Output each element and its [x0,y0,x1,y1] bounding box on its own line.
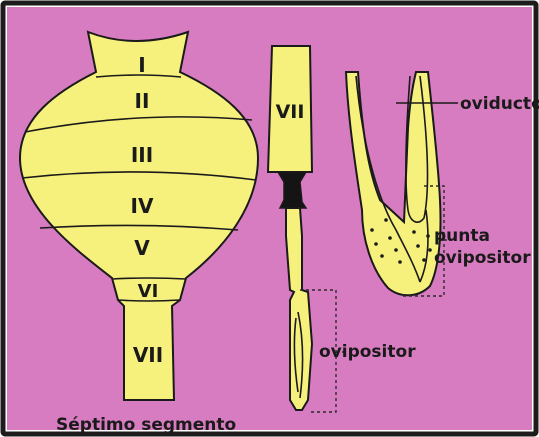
segment-label-iv: IV [131,194,154,218]
segment-label-iii: III [131,143,153,167]
segment-label-v: V [134,236,150,260]
caption-label: Séptimo segmento [56,415,236,435]
oviduct-label: oviducto [460,94,539,114]
segment-label-i: I [138,53,145,77]
segment-label-vii: VII [133,343,163,367]
segment-label-vi: VI [138,281,159,302]
tip-label-line1: punta [434,226,490,246]
tip-label-line2: ovipositor [434,248,531,268]
seventh-segment-label: VII [276,101,305,123]
ovipositor-label: ovipositor [319,342,416,362]
segment-label-ii: II [135,89,150,113]
